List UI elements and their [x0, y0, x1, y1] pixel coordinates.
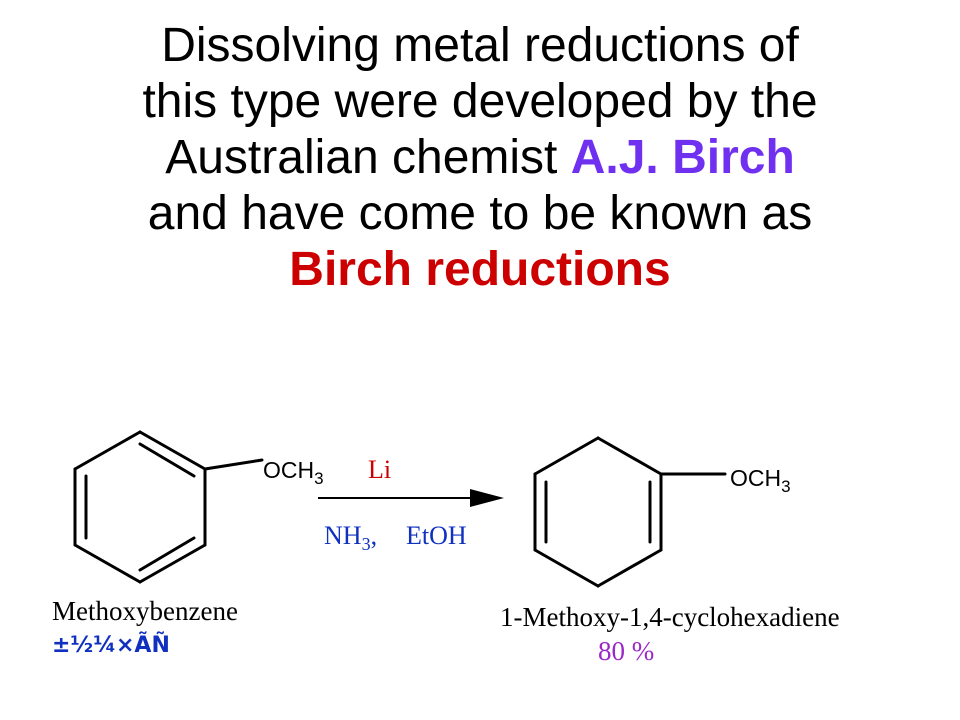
reaction-arrow: [318, 489, 504, 507]
reactant-name: Methoxybenzene: [52, 596, 238, 626]
cyclohexadiene-structure: [533, 436, 727, 588]
title-line-3-prefix: Australian chemist: [165, 131, 571, 184]
reactant-substituent: OCH3: [263, 457, 324, 488]
reagent-ammonia: NH3,: [324, 521, 377, 554]
product-substituent: OCH3: [730, 465, 791, 496]
product-name: 1-Methoxy-1,4-cyclohexadiene: [500, 602, 840, 632]
reagent-ethanol: EtOH: [406, 521, 467, 550]
reaction-name: Birch reductions: [289, 243, 671, 296]
product-yield: 80 %: [598, 636, 654, 666]
title-line-3: Australian chemist A.J. Birch: [40, 130, 920, 186]
chemist-name: A.J. Birch: [570, 131, 795, 184]
methoxybenzene-structure: [73, 430, 264, 584]
title-line-4: and have come to be known as: [147, 187, 813, 240]
title-line-2: this type were developed by the: [142, 75, 818, 128]
reactant-subtitle: ±½¼×ÃÑ: [52, 632, 170, 658]
reaction-scheme: OCH3 Li NH3, EtOH OCH3 Methoxybenzene ±½…: [52, 430, 840, 666]
reagent-lithium: Li: [368, 455, 391, 484]
slide-title: Dissolving metal reductions of this type…: [40, 18, 920, 298]
title-line-1: Dissolving metal reductions of: [161, 19, 799, 72]
